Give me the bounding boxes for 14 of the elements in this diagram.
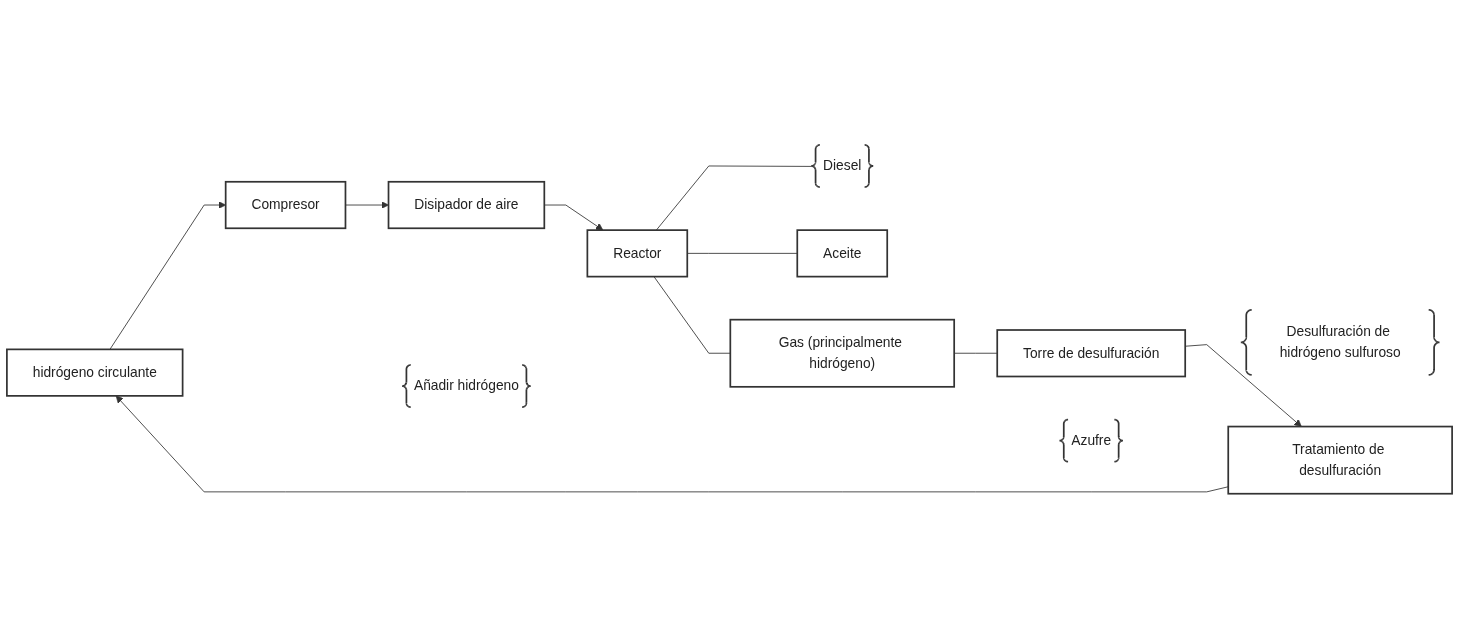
- node-text: Añadir hidrógeno: [413, 378, 519, 394]
- node-box: Tratamiento de desulfuración: [1227, 425, 1453, 495]
- node-text: Azufre: [1071, 433, 1112, 448]
- node-text: Diesel: [823, 158, 862, 174]
- node-box: hidrógeno circulante: [6, 348, 184, 397]
- connector: [655, 165, 813, 231]
- node-box: Compresor: [224, 181, 347, 230]
- node-box: Disipador de aire: [387, 181, 546, 230]
- node-box: Aceite: [796, 229, 889, 278]
- node-box: Torre de desulfuración: [996, 329, 1187, 378]
- node-text: Desulfuración de hidrógeno sulfuroso: [1279, 324, 1401, 360]
- node-box: Reactor: [586, 229, 689, 278]
- node-box: Gas (principalmente hidrógeno): [729, 319, 956, 388]
- connector: [653, 276, 731, 354]
